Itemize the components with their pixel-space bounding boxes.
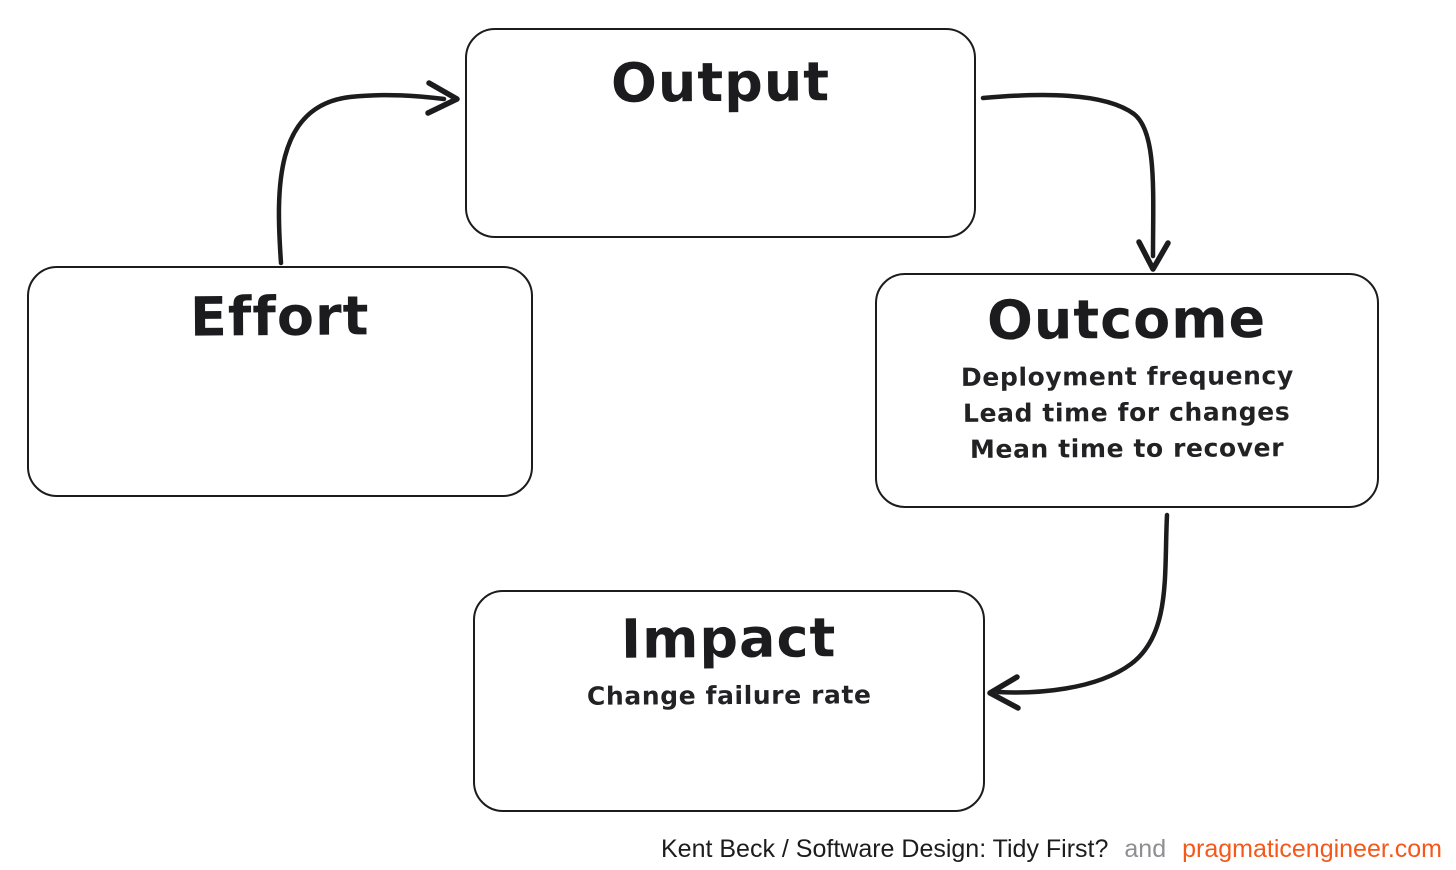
- node-impact-details: Change failure rate: [587, 680, 872, 712]
- node-impact-title: Impact: [621, 606, 837, 671]
- node-output-title: Output: [610, 50, 831, 115]
- outcome-detail-deployment-frequency: Deployment frequency: [960, 361, 1294, 392]
- node-outcome-details: Deployment frequency Lead time for chang…: [961, 361, 1294, 465]
- arrow-output-to-outcome: [980, 92, 1171, 272]
- node-outcome: Outcome Deployment frequency Lead time f…: [875, 273, 1379, 508]
- footer-site-link[interactable]: pragmaticengineer.com: [1182, 835, 1442, 863]
- impact-detail-change-failure-rate: Change failure rate: [586, 680, 872, 711]
- arrow-outcome-to-impact: [987, 512, 1170, 711]
- node-effort: Effort: [27, 266, 533, 497]
- node-impact: Impact Change failure rate: [473, 590, 985, 812]
- outcome-detail-mean-time-to-recover: Mean time to recover: [969, 433, 1285, 464]
- outcome-detail-lead-time-for-changes: Lead time for changes: [963, 397, 1291, 428]
- node-effort-title: Effort: [190, 284, 370, 349]
- footer-conjunction: and: [1124, 835, 1167, 863]
- node-outcome-title: Outcome: [987, 287, 1267, 352]
- node-output: Output: [465, 28, 976, 238]
- arrow-effort-to-output: [276, 80, 460, 266]
- footer-attribution: Kent Beck / Software Design: Tidy First?: [661, 835, 1109, 863]
- footer-caption: Kent Beck / Software Design: Tidy First?…: [661, 835, 1442, 864]
